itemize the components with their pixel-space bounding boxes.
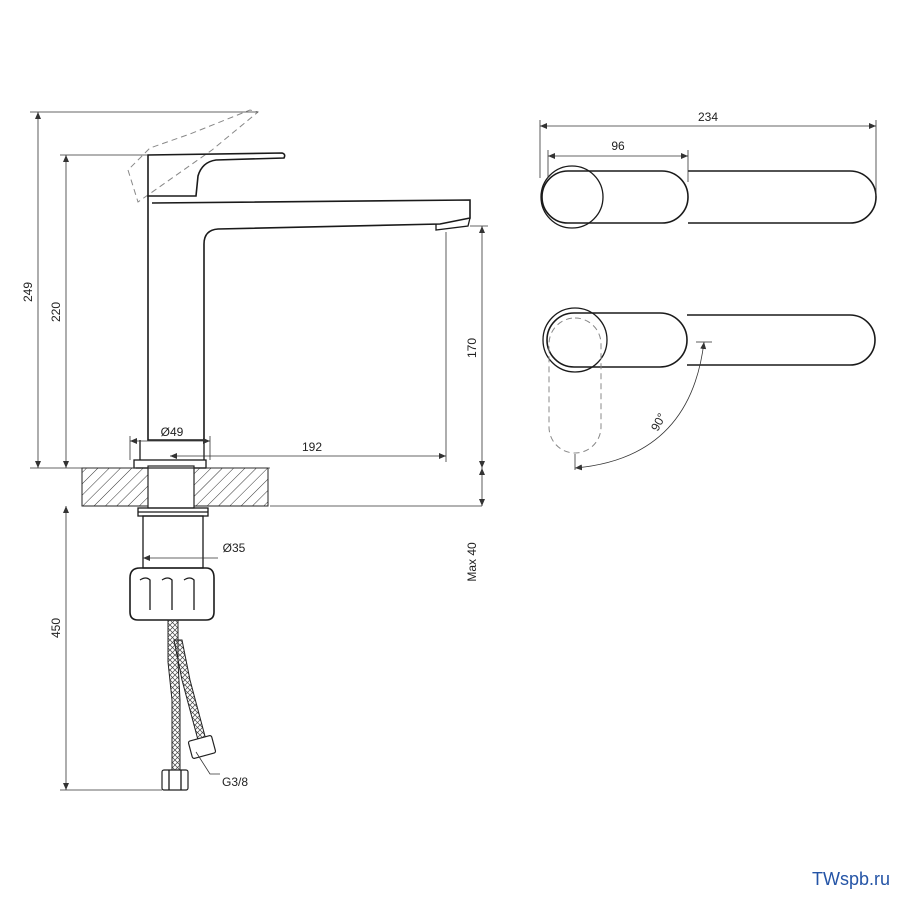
- aerator-outlet: [435, 217, 471, 231]
- dim-hose-length: 450: [49, 618, 63, 638]
- faucet-body: [147, 196, 471, 441]
- dim-handle-length: 96: [611, 139, 625, 153]
- hose-fitting-2: [187, 735, 217, 759]
- mounting-nut: [129, 567, 215, 621]
- hose-fitting-1: [161, 769, 189, 791]
- side-view-dimensions: 249 220 170 192 Ø49 Ø35 Max 40 450 G3/8: [21, 111, 488, 791]
- handle-rotated: [546, 312, 688, 368]
- mounting-shank: [129, 507, 215, 621]
- lever-raised-outline: [127, 109, 260, 203]
- countertop-section: [30, 465, 482, 509]
- supply-hoses: [161, 619, 217, 791]
- handle-top: [541, 170, 689, 224]
- top-view: 234 96: [539, 110, 877, 229]
- lever: [147, 152, 286, 197]
- dim-shank-diameter: Ø35: [223, 541, 246, 555]
- dim-reach: 192: [302, 440, 322, 454]
- dim-overall-height: 249: [21, 282, 35, 302]
- spout-rotated: [687, 314, 876, 366]
- dim-base-diameter: Ø49: [161, 425, 184, 439]
- dim-max-countertop: Max 40: [465, 542, 479, 582]
- dim-top-length: 234: [698, 110, 718, 124]
- dim-spout-height: 220: [49, 302, 63, 322]
- rotation-view: 90°: [542, 307, 876, 471]
- spout-top: [688, 170, 877, 224]
- dim-hose-thread: G3/8: [222, 775, 248, 789]
- dim-outlet-height: 170: [465, 338, 479, 358]
- watermark: TWspb.ru: [811, 869, 890, 889]
- handle-rotated-ghost: [548, 317, 602, 454]
- faucet-side-view: [127, 109, 471, 469]
